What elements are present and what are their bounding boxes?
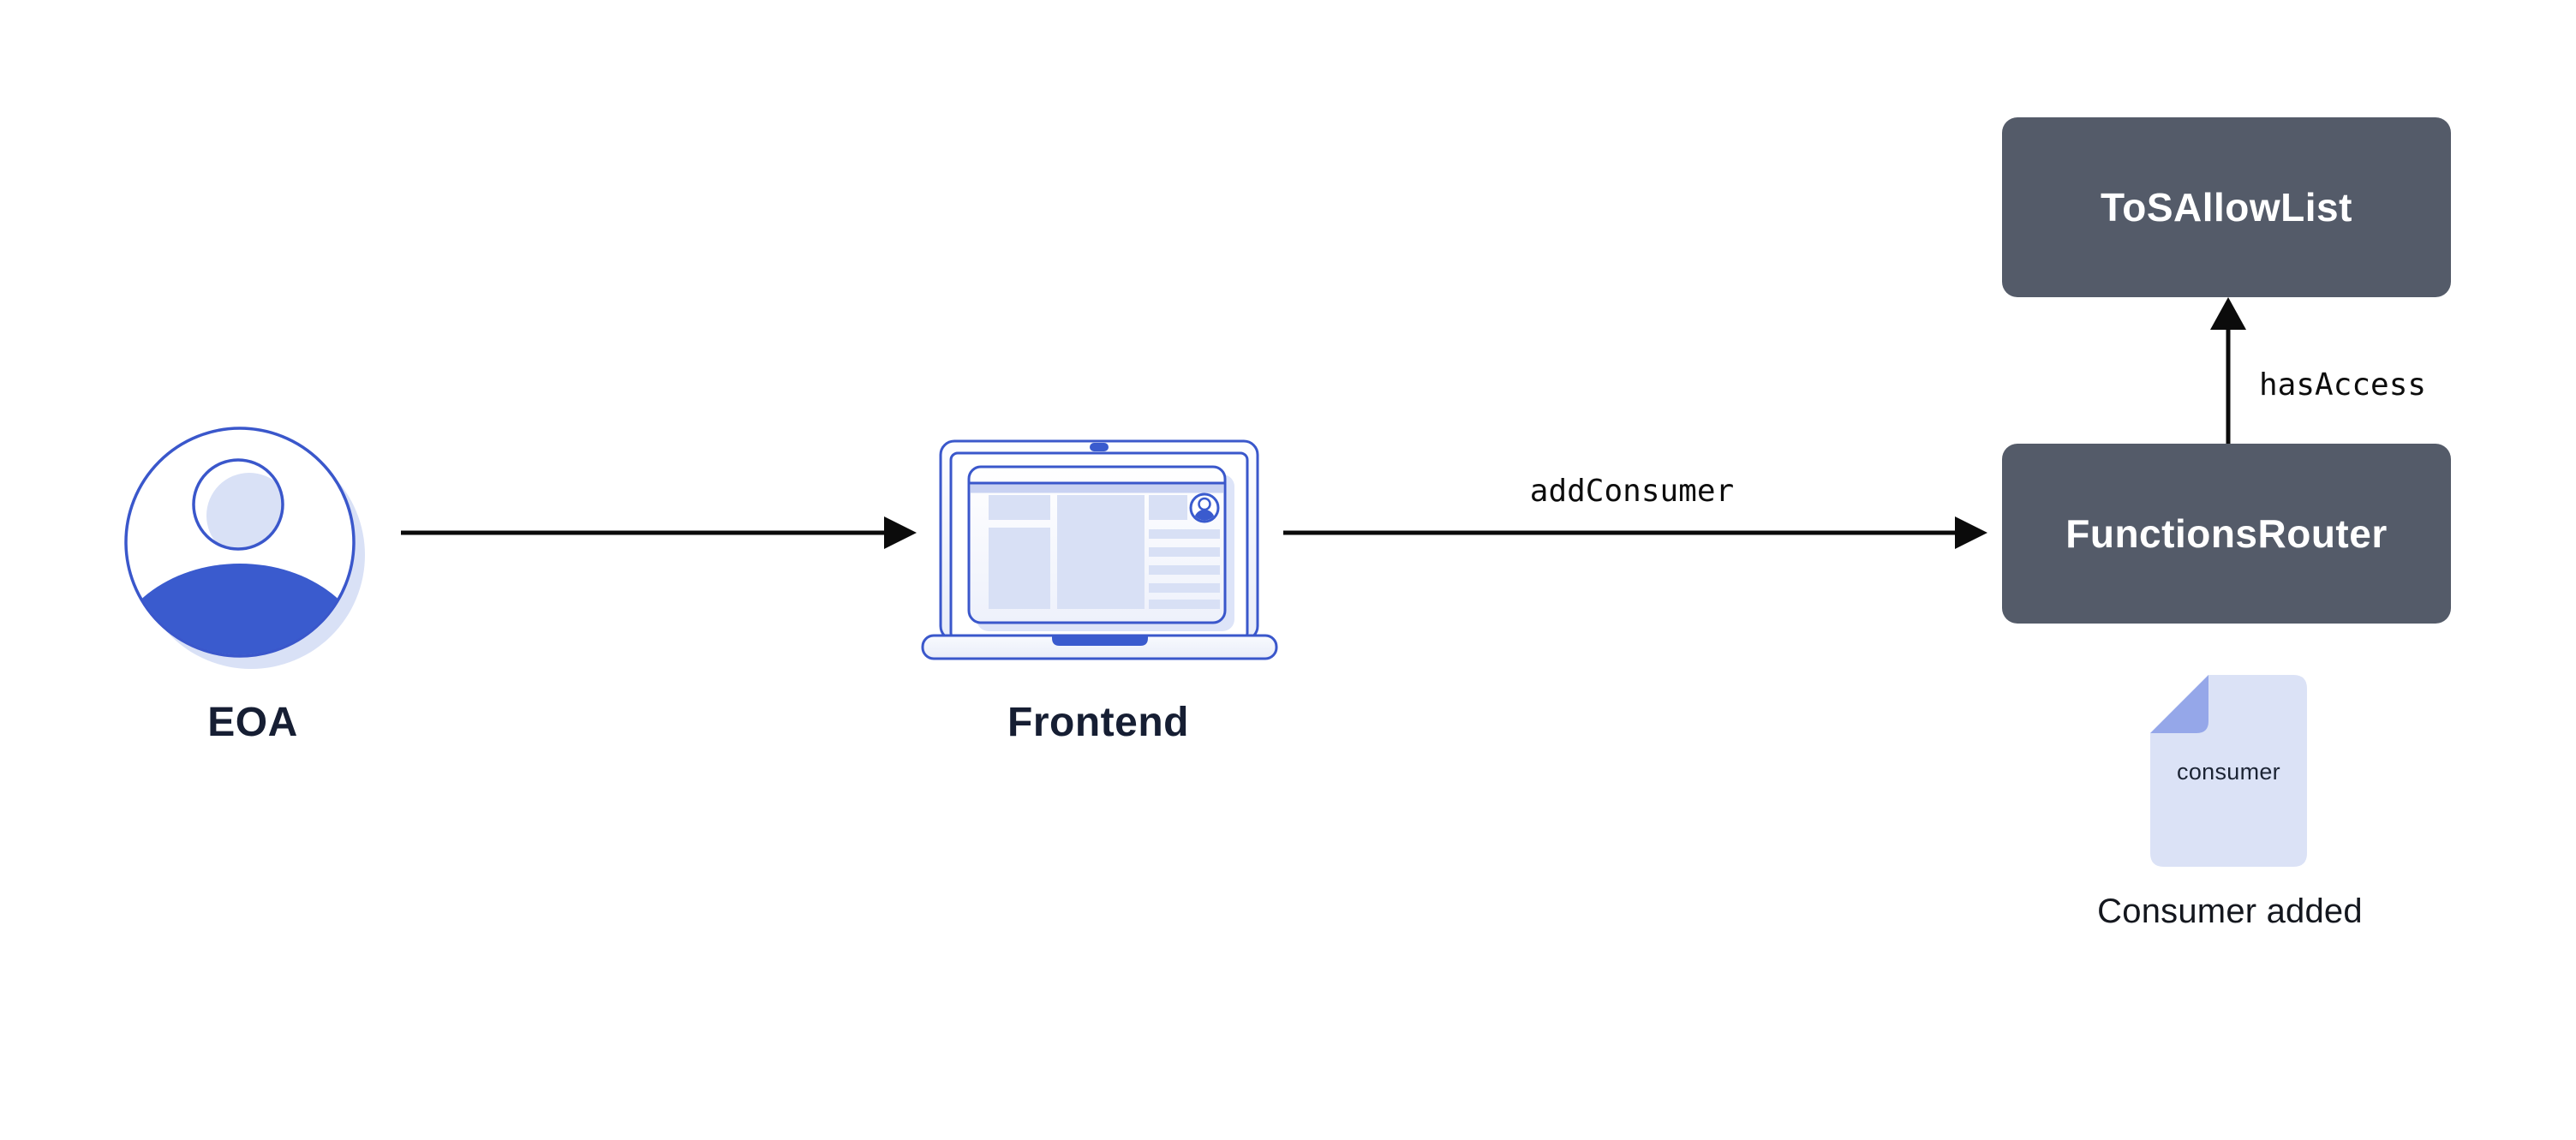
- consumer-added-caption: Consumer added: [2097, 892, 2363, 930]
- arrow-eoa-to-frontend: [401, 516, 917, 549]
- document-fold-corner: [2150, 675, 2208, 733]
- content-bar: [1149, 547, 1220, 557]
- document-text: consumer: [2177, 759, 2280, 785]
- document-icon: [2150, 675, 2307, 867]
- avatar-head-outline: [192, 458, 284, 551]
- laptop-camera-icon: [1090, 443, 1109, 451]
- content-block: [989, 495, 1050, 520]
- functionsrouter-label: FunctionsRouter: [2065, 511, 2388, 556]
- content-block: [1057, 495, 1145, 609]
- arrowhead-up-icon: [2210, 297, 2246, 330]
- arrow-functionsrouter-to-tosallowlist: [2210, 297, 2246, 447]
- eoa-label: EOA: [207, 700, 298, 745]
- node-functionsrouter: FunctionsRouter: [2002, 444, 2451, 624]
- content-block: [1149, 495, 1187, 520]
- avatar-shoulders: [127, 564, 353, 655]
- arrowhead-right-icon: [1955, 516, 1987, 549]
- node-tosallowlist: ToSAllowList: [2002, 117, 2451, 297]
- content-bar: [1149, 600, 1220, 609]
- edge-label-hasaccess: hasAccess: [2259, 367, 2427, 403]
- arrowhead-right-icon: [884, 516, 917, 549]
- laptop-hinge-notch: [1052, 636, 1148, 646]
- edge-label-addconsumer: addConsumer: [1529, 474, 1735, 509]
- browser-toolbar: [971, 483, 1223, 493]
- frontend-label: Frontend: [1007, 700, 1189, 745]
- profile-avatar-shoulders: [1194, 510, 1215, 521]
- arrow-frontend-to-functionsrouter: [1283, 516, 1987, 549]
- laptop-icon: [921, 439, 1278, 660]
- content-bar: [1149, 583, 1220, 593]
- content-bar: [1149, 529, 1220, 539]
- tosallowlist-label: ToSAllowList: [2101, 185, 2352, 230]
- user-avatar-icon: [124, 427, 365, 669]
- profile-avatar-head: [1198, 497, 1211, 511]
- content-bar: [1149, 565, 1220, 575]
- content-block: [989, 528, 1050, 609]
